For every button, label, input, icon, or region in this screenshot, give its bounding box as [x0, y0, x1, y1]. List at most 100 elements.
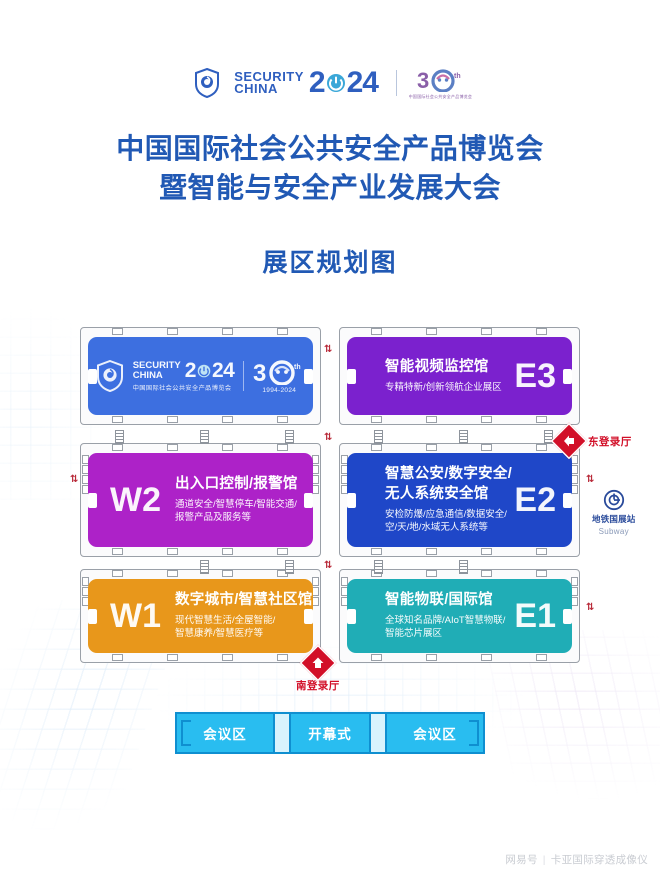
hall-e1-text: 智能物联/国际馆 全球知名品牌/AIoT智慧物联/ 智能芯片展区: [385, 591, 505, 641]
hall-w2-subtitle: 通道安全/智慧停车/智能交通/ 报警产品及服务等: [175, 498, 298, 525]
banner-chinese-name: 中国国际社会公共安全产品博览会: [132, 385, 232, 392]
hall-e3-code: E3: [514, 356, 556, 395]
conference-area-strip: 会议区 开幕式 会议区: [175, 712, 485, 754]
subway-station-marker[interactable]: 地铁国展站 Subway: [592, 489, 636, 536]
booth-column-east-right: [571, 455, 578, 494]
subway-name-en: Subway: [598, 527, 629, 536]
booth-ticks-west-bottom-lower: [90, 654, 310, 661]
hall-e3[interactable]: 智能视频监控馆 专精特新/创新领航企业展区 E3: [347, 337, 572, 415]
header-logo: SECURITY CHINA 2 24 3: [0, 66, 660, 100]
anniversary-number-group: 3 th: [417, 68, 463, 92]
watermark-separator: |: [542, 853, 546, 866]
hall-e3-subtitle: 专精特新/创新领航企业展区: [385, 381, 502, 393]
hall-w1-subtitle: 现代智慧生活/全屋智能/ 智慧康养/智慧医疗等: [175, 614, 313, 641]
booth-ticks-east-top-lower: [349, 416, 569, 423]
conference-area-left[interactable]: 会议区: [203, 727, 247, 742]
hall-w2-text: 出入口控制/报警馆 通道安全/智慧停车/智能交通/ 报警产品及服务等: [175, 475, 298, 525]
hall-e1-name: 智能物联/国际馆: [385, 592, 493, 609]
stairs-east-e: [459, 560, 468, 574]
booth-ticks-west-top-lower: [90, 416, 310, 423]
escalator-icon-top: ⇅: [324, 344, 332, 355]
hall-banner-block[interactable]: SECURITY CHINA 2 24: [88, 337, 313, 415]
arrow-left-diamond-icon: [550, 422, 588, 460]
security-shield-icon: [96, 360, 123, 392]
hall-w1-text: 数字城市/智慧社区馆 现代智慧生活/全屋智能/ 智慧康养/智慧医疗等: [175, 591, 313, 641]
booth-ticks-west-bottom-upper: [90, 570, 310, 577]
hall-e2[interactable]: 智慧公安/数字安全/ 无人系统安全馆 安检防爆/应急通信/数据安全/ 空/天/地…: [347, 453, 572, 547]
banner-year-right: 24: [211, 359, 235, 382]
hall-w2-name: 出入口控制/报警馆: [175, 476, 298, 493]
anniversary-30-icon: 3 th: [253, 360, 301, 385]
subway-name-cn: 地铁国展站: [592, 514, 636, 524]
stairs-east-b: [459, 430, 468, 444]
booth-ticks-west-mid-lower: [90, 548, 310, 555]
hall-e1-subtitle-line1: 全球知名品牌/AIoT智慧物联/: [385, 614, 506, 626]
logo-divider: [395, 70, 397, 96]
hall-w1-subtitle-line1: 现代智慧生活/全屋智能/: [175, 614, 276, 626]
conference-bracket-right: [469, 720, 479, 746]
logo-china-text: CHINA: [234, 81, 278, 96]
logo-security-text: SECURITY: [234, 68, 304, 84]
banner-divider: [243, 361, 245, 391]
conference-divider-left: [273, 714, 291, 752]
conference-bracket-left: [181, 720, 191, 746]
booth-column-east-right-bottom: [571, 577, 578, 606]
banner-wordmark: SECURITY CHINA 2 24: [133, 360, 235, 392]
hall-w2[interactable]: W2 出入口控制/报警馆 通道安全/智慧停车/智能交通/ 报警产品及服务等: [88, 453, 313, 547]
banner-china-text: CHINA: [132, 369, 163, 381]
logo-year: 2 24: [308, 66, 379, 99]
booth-ticks-west-mid-upper: [90, 444, 310, 451]
arrow-up-diamond-icon: [299, 644, 337, 682]
banner-wordmark-top: SECURITY CHINA 2 24: [133, 360, 235, 381]
banner-security-text: SECURITY: [132, 360, 181, 372]
banner-anniversary: 3 th 1994-2024: [253, 359, 305, 394]
svg-text:3: 3: [417, 68, 429, 92]
escalator-icon-west-side: ⇅: [70, 474, 78, 485]
power-button-icon: [197, 364, 211, 377]
hall-e2-subtitle-line1: 安检防爆/应急通信/数据安全/: [385, 508, 507, 520]
security-shield-icon: [195, 68, 220, 98]
hall-e3-name: 智能视频监控馆: [385, 358, 489, 375]
floorplan-diagram: ⇅ ⇅ ⇅ ⇅ ⇅ ⇅ SECURITY CHINA: [0, 315, 660, 735]
hall-e2-subtitle-line2: 空/天/地/水域无人系统等: [385, 522, 488, 534]
banner-years: 1994-2024: [262, 386, 297, 394]
logo-year-right: 24: [346, 66, 379, 99]
hall-e1-subtitle: 全球知名品牌/AIoT智慧物联/ 智能芯片展区: [385, 614, 505, 641]
hall-e2-text: 智慧公安/数字安全/ 无人系统安全馆 安检防爆/应急通信/数据安全/ 空/天/地…: [385, 465, 512, 534]
hall-w2-subtitle-line1: 通道安全/智慧停车/智能交通/: [175, 498, 297, 510]
conference-divider-right: [369, 714, 387, 752]
hall-w1-code: W1: [110, 597, 161, 635]
power-button-icon: [326, 74, 345, 92]
booth-ticks-east-mid-upper: [349, 444, 569, 451]
hall-e1-subtitle-line2: 智能芯片展区: [385, 628, 443, 640]
banner-year: 2 24: [185, 360, 235, 381]
stairs-west-b: [200, 430, 209, 444]
booth-column-west-right-bottom: [312, 577, 319, 606]
hall-w1[interactable]: W1 数字城市/智慧社区馆 现代智慧生活/全屋智能/ 智慧康养/智慧医疗等: [88, 579, 313, 653]
escalator-icon-east-side: ⇅: [586, 474, 594, 485]
hall-e2-subtitle: 安检防爆/应急通信/数据安全/ 空/天/地/水域无人系统等: [385, 508, 512, 535]
hall-e2-name-line1: 智慧公安/数字安全/: [385, 466, 513, 483]
marker-east-entrance[interactable]: 东登录厅: [550, 422, 632, 460]
escalator-icon-upper-mid: ⇅: [324, 432, 332, 443]
hall-e1[interactable]: 智能物联/国际馆 全球知名品牌/AIoT智慧物联/ 智能芯片展区 E1: [347, 579, 572, 653]
map-title: 展区规划图: [262, 249, 398, 277]
stairs-west-e: [285, 560, 294, 574]
escalator-icon-lower-mid: ⇅: [324, 560, 332, 571]
anniversary-subtitle: 中国国际社会公共安全产品博览会: [408, 94, 473, 100]
svg-text:3: 3: [253, 360, 266, 385]
banner-logo: SECURITY CHINA 2 24: [88, 337, 313, 415]
page-title: 中国国际社会公共安全产品博览会 暨智能与安全产业发展大会: [0, 130, 660, 207]
stairs-east-d: [374, 560, 383, 574]
stairs-west-c: [285, 430, 294, 444]
anniversary-30-icon: 3 th: [417, 68, 461, 92]
logo-year-left: 2: [308, 66, 326, 99]
escalator-icon-east-side-lower: ⇅: [586, 602, 594, 613]
page-title-line1: 中国国际社会公共安全产品博览会: [116, 133, 544, 164]
conference-area-right[interactable]: 会议区: [413, 727, 457, 742]
subway-icon: [603, 489, 624, 511]
stairs-east-c: [544, 430, 553, 444]
opening-ceremony-area[interactable]: 开幕式: [291, 714, 369, 752]
stairs-east-a: [374, 430, 383, 444]
marker-south-entrance[interactable]: 南登录厅: [296, 644, 340, 693]
